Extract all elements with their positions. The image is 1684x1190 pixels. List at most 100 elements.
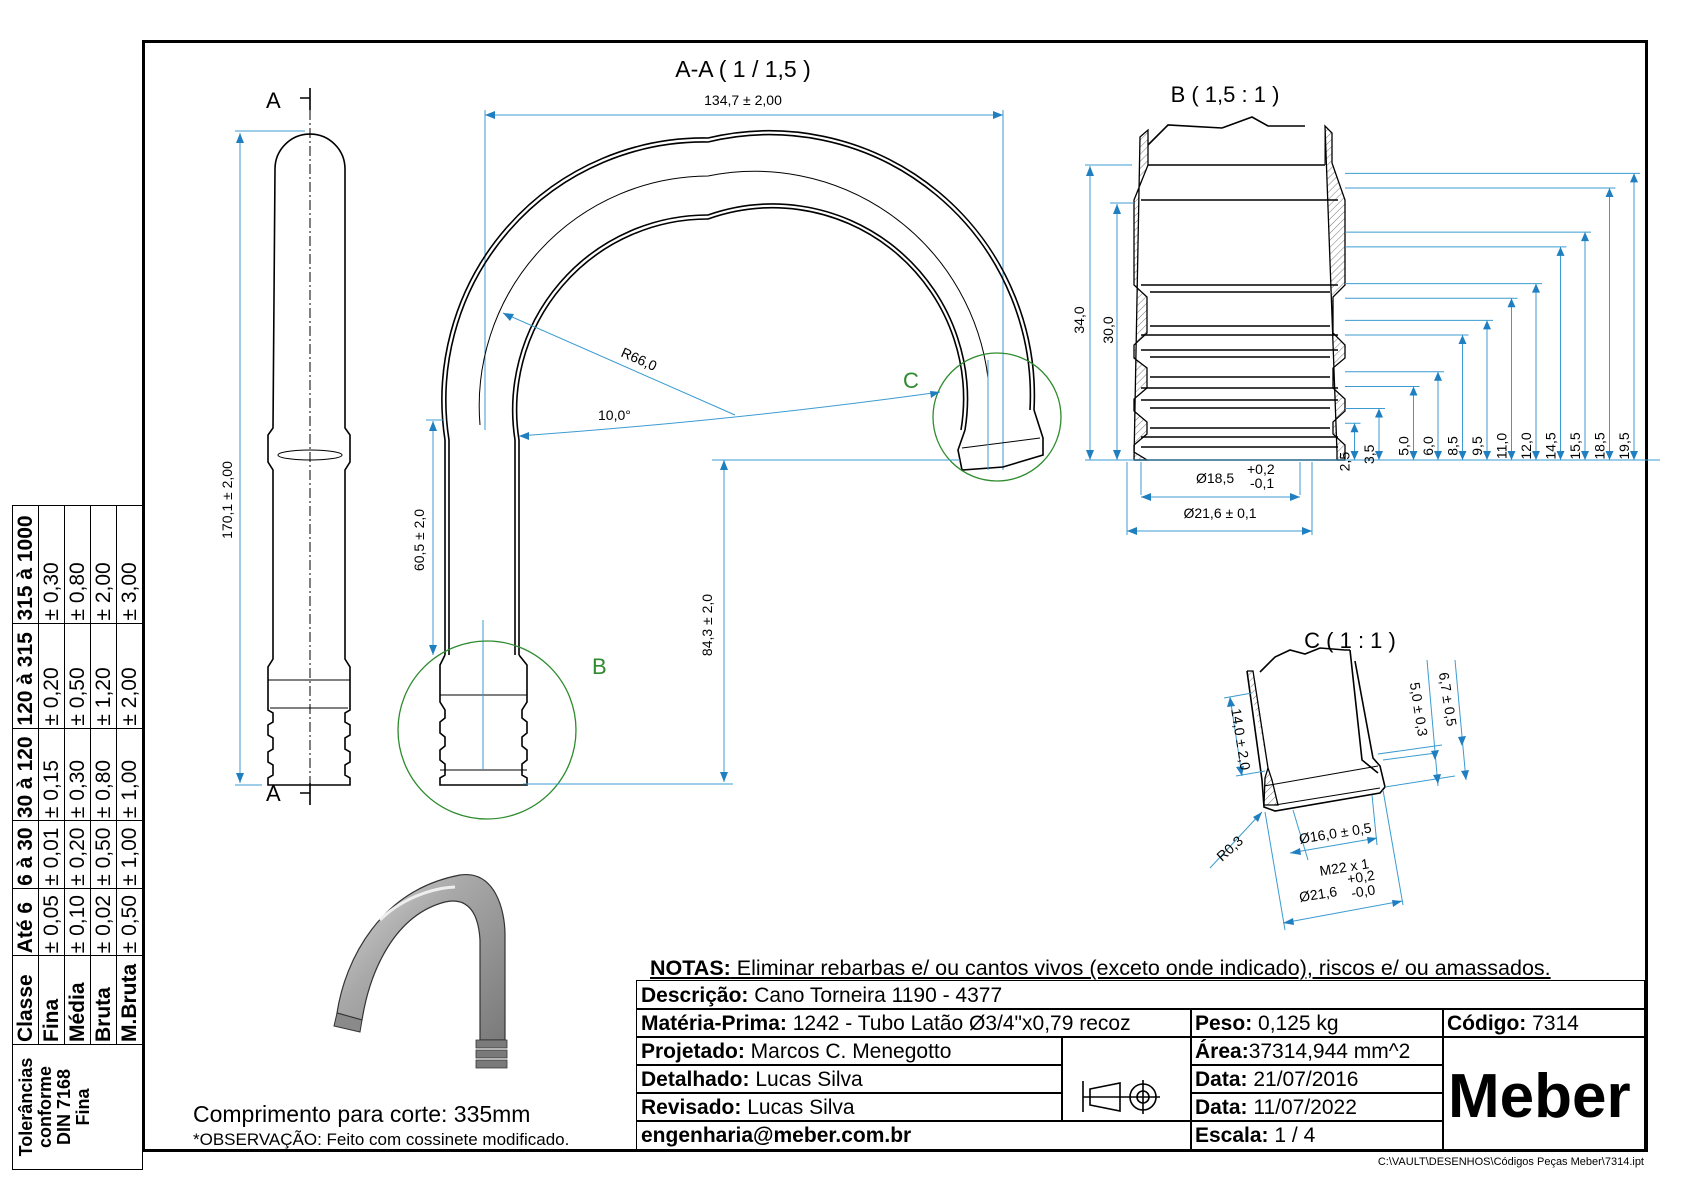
header-range: Até 6 (12, 888, 39, 956)
tube-outer-wall-inner (445, 133, 1032, 655)
descricao-value: Cano Torneira 1190 - 4377 (748, 984, 1003, 1007)
notas-line: NOTAS: Eliminar rebarbas e/ ou cantos vi… (650, 956, 1551, 980)
isometric-render (333, 874, 508, 1069)
dim-line-16 (1289, 837, 1378, 854)
dim-thread-tol-minus: -0,0 (1350, 881, 1377, 901)
materia-value: 1242 - Tubo Latão Ø3/4"x0,79 recoz (786, 1012, 1131, 1035)
arrow (236, 773, 244, 783)
break-line (1147, 116, 1305, 146)
tolerance-table: Tolerâncias conforme DIN 7168 Fina Class… (12, 505, 143, 1170)
detail-b-marker: B (592, 654, 607, 679)
arrow (1630, 451, 1638, 460)
arrow (1392, 900, 1402, 907)
dim-r66: R66,0 (619, 344, 660, 374)
detail-b-title: B ( 1,5 : 1 ) (1171, 82, 1280, 107)
arrow (1461, 770, 1469, 780)
side-view: A A 170,1 ± 2,00 (219, 88, 351, 806)
caption-line: Fina (72, 1088, 93, 1126)
escala-value: 1 / 4 (1268, 1124, 1316, 1147)
arrow (1532, 283, 1540, 293)
arrow (503, 313, 514, 321)
dim-b-3,5: 3,5 (1361, 444, 1377, 464)
caption-line: conforme (34, 1066, 55, 1149)
materia-cell: Matéria-Prima: 1242 - Tubo Latão Ø3/4"x0… (636, 1008, 1192, 1038)
dim-thread-diameter: Ø21,6 (1298, 883, 1338, 905)
cell: ± 0,50 (64, 623, 91, 729)
email-link[interactable]: engenharia@meber.com.br (641, 1124, 912, 1147)
arrow (1302, 527, 1312, 535)
detail-c-outline (1246, 660, 1386, 812)
detail-b-right-wall (1324, 124, 1346, 461)
cell: ± 1,00 (116, 820, 143, 889)
arrow (1409, 451, 1418, 460)
area-value: 37314,944 mm^2 (1248, 1040, 1411, 1063)
data1-value: 21/07/2016 (1247, 1068, 1359, 1091)
arrow (720, 772, 728, 782)
dim-line-21-6 (1282, 900, 1403, 924)
arrow (236, 133, 244, 143)
ext-line (1377, 744, 1443, 755)
arrow (1458, 451, 1467, 460)
escala-label: Escala: (1195, 1124, 1269, 1147)
render-end-left (333, 1012, 363, 1033)
detail-b-circle (397, 640, 577, 820)
observation-note: *OBSERVAÇÃO: Feito com cossinete modific… (193, 1130, 570, 1149)
dim-18-diameter: Ø18,5 (1196, 470, 1234, 486)
arrow (1581, 232, 1589, 242)
arrow (429, 421, 437, 431)
detail-c-circle (932, 352, 1062, 482)
arrow (1605, 188, 1614, 198)
ext-line (1382, 789, 1404, 906)
dim-5: 5,0 ± 0,3 (1407, 681, 1431, 737)
dim-b-14,5: 14,5 (1543, 432, 1559, 459)
detail-c-view: C ( 1 : 1 ) 14,0 ± 2,0 5,0 ± 0,3 6,7 ± 0… (1209, 628, 1469, 931)
arrow (1236, 766, 1244, 776)
arrow (1350, 451, 1359, 460)
arrow (930, 391, 940, 398)
ext-line (1384, 775, 1456, 788)
cell: ± 0,50 (116, 888, 143, 956)
dim-10deg: 10,0° (598, 407, 631, 423)
data2-label: Data: (1195, 1096, 1248, 1119)
dim-16: Ø16,0 ± 0,5 (1298, 819, 1373, 846)
arrow (1507, 451, 1516, 460)
arrow (720, 460, 728, 470)
section-mark-bottom (300, 783, 311, 805)
arrow (1375, 451, 1383, 460)
ext-line (1223, 692, 1253, 699)
dim-b-8,5: 8,5 (1445, 436, 1461, 456)
codigo-cell: Código: 7314 (1442, 1008, 1645, 1038)
render-highlight (378, 885, 456, 922)
data1-label: Data: (1195, 1068, 1248, 1091)
arrow (1434, 371, 1442, 381)
projection-symbol-cell (1061, 1036, 1192, 1122)
cell: ± 0,80 (64, 505, 91, 624)
dim-line-6-7 (1454, 659, 1467, 781)
revisado-value: Lucas Silva (741, 1096, 855, 1119)
cell: ± 0,30 (64, 728, 91, 821)
dim-b-2,5: 2,5 (1337, 452, 1353, 472)
arrow (1532, 451, 1540, 460)
notas-label: NOTAS: (650, 956, 731, 980)
area-label: Área: (1195, 1040, 1249, 1063)
section-label-a-bottom: A (266, 781, 281, 806)
cell: ± 3,00 (116, 505, 143, 624)
arrow (1433, 774, 1441, 784)
arrow (1630, 173, 1638, 183)
dim-b-15,5: 15,5 (1567, 432, 1583, 459)
dim-21-diameter: Ø21,6 ± 0,1 (1183, 505, 1256, 521)
drawing-frame (142, 40, 1648, 1152)
render-tube-body (336, 874, 506, 1041)
dim-b-19,5: 19,5 (1616, 432, 1632, 459)
dim-30: 30,0 (1100, 316, 1116, 343)
cell: ± 0,15 (38, 728, 65, 821)
dim-arc-10deg (518, 391, 941, 437)
section-thread-end (439, 654, 528, 786)
data1-cell: Data: 21/07/2016 (1190, 1064, 1444, 1094)
cell: ± 1,00 (116, 728, 143, 821)
peso-cell: Peso: 0,125 kg (1190, 1008, 1444, 1038)
dim-18-tol-plus: +0,2 (1247, 461, 1275, 477)
codigo-value: 7314 (1526, 1012, 1579, 1035)
